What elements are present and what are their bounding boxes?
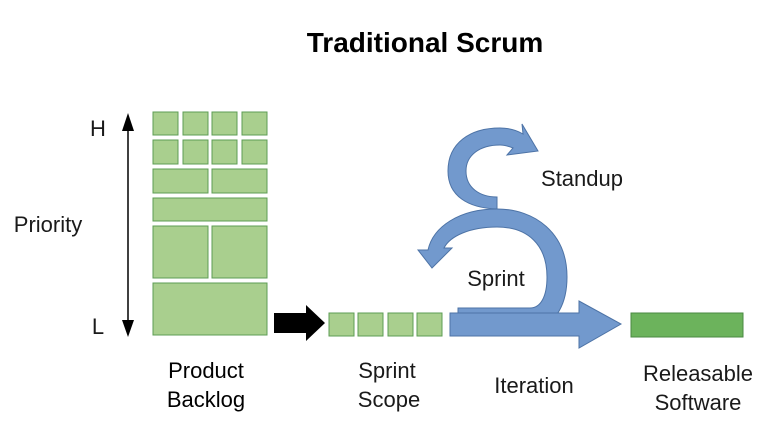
backlog-item — [152, 139, 179, 165]
sprint-scope-item — [357, 312, 384, 337]
sprint-scope-item — [416, 312, 443, 337]
backlog-item — [241, 111, 268, 136]
backlog-item — [182, 139, 209, 165]
priority-axis — [122, 113, 134, 337]
sprint-scope-item — [328, 312, 355, 337]
flow-arrow-icon — [274, 305, 325, 341]
backlog-item — [152, 225, 209, 279]
sprint-scope-items — [328, 312, 443, 337]
backlog-item — [152, 197, 268, 222]
diagram-title: Traditional Scrum — [307, 27, 544, 58]
product-backlog-grid — [152, 111, 268, 336]
backlog-item — [211, 139, 238, 165]
backlog-item — [241, 139, 268, 165]
backlog-item — [152, 282, 268, 336]
backlog-item — [152, 168, 209, 194]
standup-label: Standup — [541, 166, 623, 191]
backlog-item — [152, 111, 179, 136]
iteration-arrow-icon — [449, 300, 623, 349]
backlog-item — [211, 168, 268, 194]
product-backlog-label-line2: Backlog — [167, 387, 245, 412]
axis-down-arrow-icon — [122, 320, 134, 337]
axis-up-arrow-icon — [122, 113, 134, 131]
priority-label: Priority — [14, 212, 82, 237]
releasable-software-bar — [630, 312, 744, 338]
priority-low-label: L — [92, 314, 104, 339]
sprint-scope-label-line1: Sprint — [358, 358, 415, 383]
standup-cycle-arrow-icon — [447, 123, 539, 210]
sprint-scope-item — [387, 312, 414, 337]
backlog-item — [182, 111, 209, 136]
releasable-software-label-line1: Releasable — [643, 361, 753, 386]
iteration-label: Iteration — [494, 373, 574, 398]
product-backlog-label-line1: Product — [168, 358, 244, 383]
sprint-scope-label-line2: Scope — [358, 387, 420, 412]
priority-high-label: H — [90, 116, 106, 141]
sprint-label: Sprint — [467, 266, 524, 291]
backlog-item — [211, 111, 238, 136]
backlog-item — [211, 225, 268, 279]
releasable-software-label-line2: Software — [655, 390, 742, 415]
